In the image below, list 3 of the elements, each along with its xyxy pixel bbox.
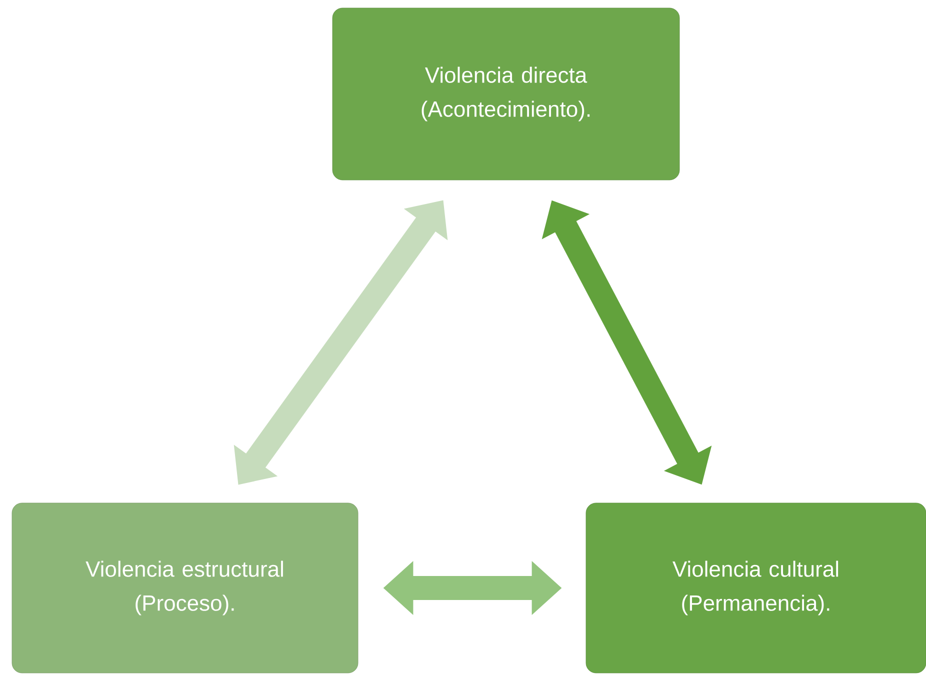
process-box: Violencia cultural (Permanencia). — [586, 502, 926, 674]
process-box: Violencia estructural (Proceso). — [12, 502, 358, 674]
process-box: Violencia directa (Acontecimiento). — [332, 8, 680, 180]
